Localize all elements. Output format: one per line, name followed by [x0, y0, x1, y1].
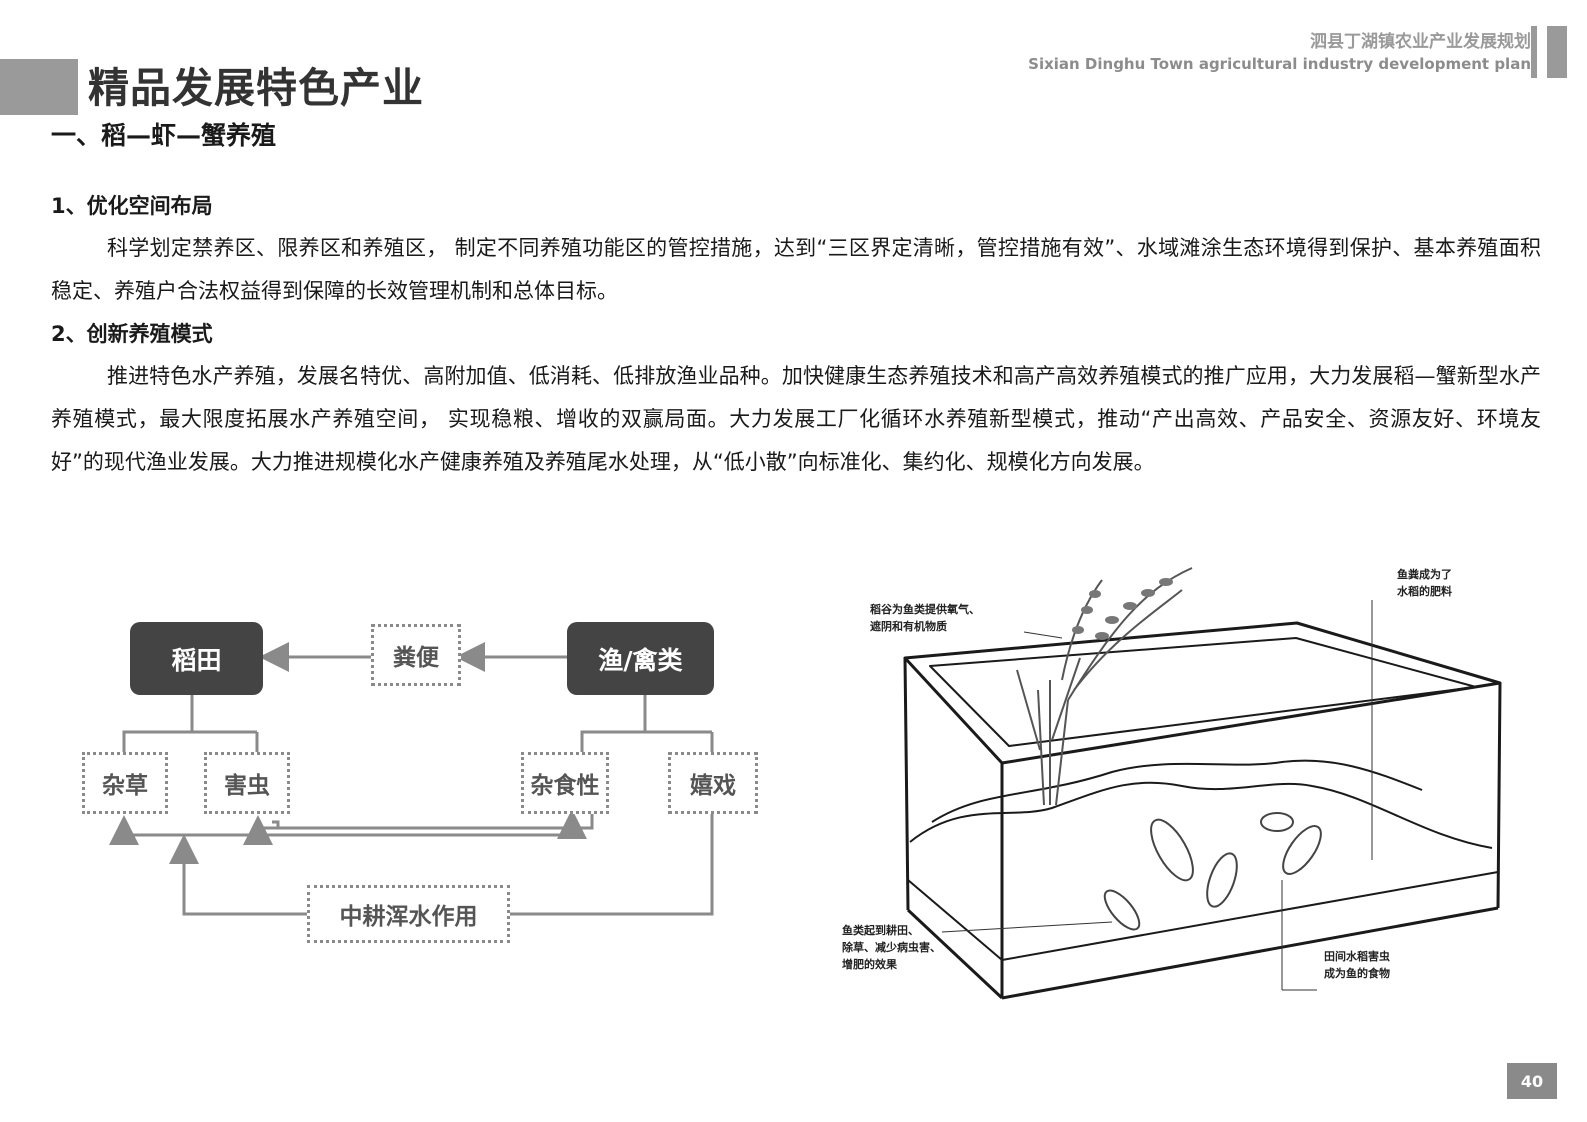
callout-fish-manure: 鱼粪成为了 水稻的肥料 — [1397, 568, 1452, 598]
title-accent-block — [0, 59, 78, 115]
arrow-tillage-left — [169, 834, 307, 916]
subsection-heading-model: 2、创新养殖模式 — [51, 322, 213, 346]
paragraph-layout: 科学划定禁养区、限养区和养殖区， 制定不同养殖功能区的管控措施，达到“三区界定清… — [51, 236, 1541, 303]
rice-branch-connector — [122, 688, 194, 752]
node-fish-poultry: 渔/禽类 — [567, 622, 714, 695]
flow-connectors — [109, 642, 714, 916]
arrow-omnivorous-to-pests — [243, 813, 594, 845]
node-manure: 粪便 — [371, 624, 461, 686]
document-title-en: Sixian Dinghu Town agricultural industry… — [1028, 55, 1531, 73]
node-weeds: 杂草 — [82, 752, 168, 814]
page-title: 精品发展特色产业 — [88, 64, 424, 112]
soil-surface — [909, 781, 1493, 849]
paragraph-model: 推进特色水产养殖，发展名特优、高附加值、低消耗、低排放渔业品种。加快健康生态养殖… — [51, 364, 1541, 474]
arrow-fish-return-loop — [272, 820, 280, 828]
arrow-tillage-right — [510, 813, 714, 916]
callout-fish-tillage: 鱼类起到耕田、 除草、减少病虫害、 增肥的效果 — [842, 924, 941, 971]
arrow-into-omnivorous — [278, 809, 587, 839]
page-number: 40 — [1507, 1063, 1557, 1099]
node-omnivorous: 杂食性 — [521, 752, 609, 814]
node-rice-field: 稻田 — [130, 622, 263, 695]
document-header: 泗县丁湖镇农业产业发展规划 Sixian Dinghu Town agricul… — [1028, 30, 1531, 74]
callout-rice-oxygen: 稻谷为鱼类提供氧气、 遮阴和有机物质 — [870, 603, 980, 633]
fish-group — [1103, 812, 1322, 931]
header-accent-bar — [1531, 26, 1537, 78]
callout-pests-food: 田间水稻害虫 成为鱼的食物 — [1324, 950, 1390, 980]
section-title: 一、稻—虾—蟹养殖 — [51, 121, 277, 150]
document-title-cn: 泗县丁湖镇农业产业发展规划 — [1310, 32, 1531, 52]
rice-fish-tank-illustration: 稻谷为鱼类提供氧气、 遮阴和有机物质 鱼粪成为了 水稻的肥料 鱼类起到耕田、 除… — [812, 550, 1532, 1040]
rice-plant — [1016, 567, 1193, 806]
fish-branch-connector — [580, 695, 647, 752]
node-play: 嬉戏 — [668, 752, 758, 814]
header-accent-block — [1547, 26, 1567, 78]
tank-drawing — [903, 567, 1502, 1000]
rice-fish-flow-diagram: 稻田 粪便 渔/禽类 杂草 害虫 杂食性 嬉戏 中耕浑水作用 — [72, 600, 784, 960]
node-pests: 害虫 — [204, 752, 290, 814]
arrow-omnivorous-to-weeds — [109, 813, 574, 845]
subsection-heading-layout: 1、优化空间布局 — [51, 194, 213, 218]
tank-rim — [903, 621, 1502, 765]
node-tillage: 中耕浑水作用 — [307, 885, 510, 943]
